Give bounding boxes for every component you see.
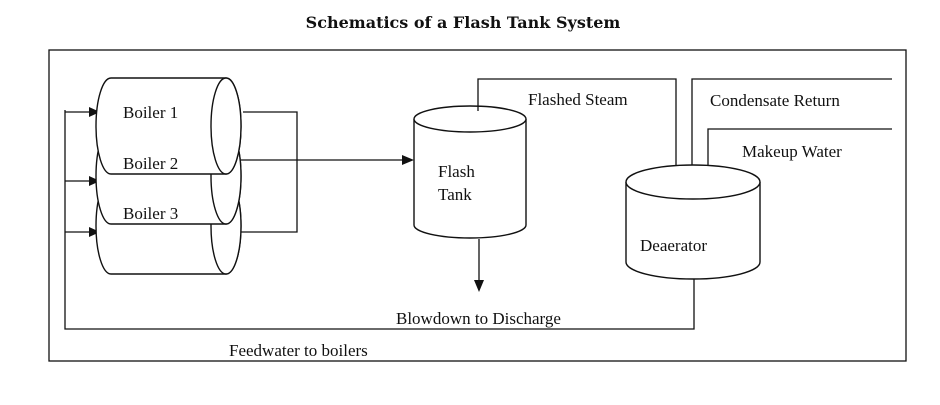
flashed-steam-line: [477, 78, 677, 169]
flash-tank-label-line-1: Flash: [438, 162, 475, 181]
boiler-2-label: Boiler 2: [123, 154, 178, 173]
condensate-return-label: Condensate Return: [710, 91, 840, 110]
blowdown-header: [241, 111, 298, 233]
diagram-title: Schematics of a Flash Tank System: [306, 13, 621, 32]
flashed-steam-label: Flashed Steam: [528, 90, 628, 109]
blowdown-arrow-to-flash-tank: [402, 155, 414, 165]
boiler-1: [95, 77, 242, 175]
blowdown-label: Blowdown to Discharge: [396, 309, 561, 328]
flash-tank: [413, 105, 527, 239]
blowdown-discharge-arrow: [474, 280, 484, 292]
feedwater-line: [64, 110, 695, 330]
feed-arrow-boiler-3: [89, 227, 100, 237]
feedwater-label: Feedwater to boilers: [229, 341, 368, 360]
makeup-water-line: [707, 128, 892, 169]
feed-arrow-boiler-2: [89, 176, 100, 186]
feed-arrow-boiler-1: [89, 107, 100, 117]
diagram-frame: [48, 49, 907, 362]
flash-tank-label-line-2: Tank: [438, 185, 472, 204]
boiler-3-label: Boiler 3: [123, 204, 178, 223]
makeup-water-label: Makeup Water: [742, 142, 842, 161]
boiler-1-label: Boiler 1: [123, 103, 178, 122]
deaerator-label: Deaerator: [640, 236, 707, 255]
condensate-return-line: [691, 78, 892, 169]
deaerator: [625, 164, 761, 280]
